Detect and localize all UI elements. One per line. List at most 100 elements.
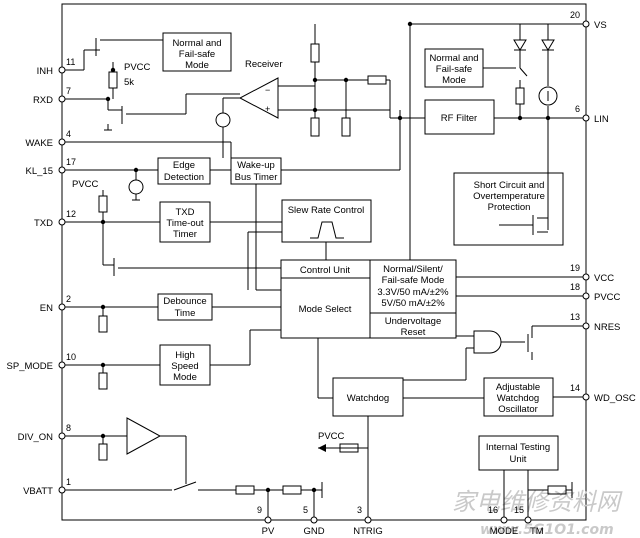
pin-vcc: VCC: [594, 273, 614, 284]
block-internal-testing: Internal Testing Unit: [478, 435, 559, 471]
block-normal-failsafe-left: Normal and Fail-safe Mode: [162, 32, 232, 72]
watermark-text: 家电维修资料网: [452, 488, 623, 516]
svg-text:Normal and: Normal and: [429, 53, 478, 64]
block-txd-timeout: TXD Time-out Timer: [159, 201, 211, 243]
control-unit-label: Control Unit: [300, 265, 351, 276]
svg-text:2: 2: [66, 294, 71, 304]
pin-nres: NRES: [594, 322, 620, 333]
svg-text:16: 16: [488, 505, 498, 515]
svg-text:20: 20: [570, 10, 580, 20]
pin-tm: TM: [530, 526, 544, 537]
svg-text:Time-out: Time-out: [166, 218, 203, 229]
svg-text:Slew Rate Control: Slew Rate Control: [288, 205, 365, 216]
pin-mode: MODE: [490, 526, 519, 537]
pin-txd: TXD: [34, 218, 53, 229]
svg-text:Fail-safe Mode: Fail-safe Mode: [382, 275, 445, 286]
svg-text:3: 3: [357, 505, 362, 515]
pin-wake: WAKE: [25, 138, 53, 149]
chip-outline: [61, 3, 587, 521]
pin-labels-bottom: PV 9 GND 5 NTRIG 3 MODE 16 TM 15: [257, 505, 544, 537]
mode-select-label: Mode Select: [299, 304, 352, 315]
pin-inh: INH: [37, 66, 54, 77]
pin-labels-right: VS 20 LIN 6 VCC 19 PVCC 18 NRES 13 WD_OS…: [570, 10, 636, 404]
svg-text:5V/50 mA/±2%: 5V/50 mA/±2%: [381, 298, 445, 309]
svg-text:High: High: [175, 350, 195, 361]
svg-text:4: 4: [66, 129, 71, 139]
pin-markers-bottom: [264, 516, 532, 524]
svg-text:Detection: Detection: [164, 172, 204, 183]
wiring: − +: [63, 21, 585, 520]
svg-text:19: 19: [570, 263, 580, 273]
svg-text:Edge: Edge: [173, 160, 195, 171]
pin-sp-mode: SP_MODE: [7, 361, 53, 372]
pin-wd-osc: WD_OSC: [594, 393, 636, 404]
block-wakeup-timer: Wake-up Bus Timer: [230, 157, 282, 185]
pin-markers-right: [582, 20, 590, 401]
svg-text:17: 17: [66, 157, 76, 167]
svg-text:Mode: Mode: [185, 60, 209, 71]
block-wd-oscillator: Adjustable Watchdog Oscillator: [483, 377, 554, 417]
pvcc-inh-label: PVCC: [124, 62, 151, 73]
svg-text:Short Circuit and: Short Circuit and: [474, 180, 545, 191]
svg-text:RF Filter: RF Filter: [441, 113, 477, 124]
svg-text:Watchdog: Watchdog: [497, 393, 539, 404]
pin-labels-left: INH 11 RXD 7 WAKE 4 KL_15 17 TXD 12 EN 2…: [7, 57, 76, 497]
pin-en: EN: [40, 303, 53, 314]
pin-kl15: KL_15: [26, 166, 53, 177]
svg-text:Protection: Protection: [488, 202, 531, 213]
svg-text:Unit: Unit: [510, 454, 527, 465]
svg-text:Bus Timer: Bus Timer: [235, 172, 278, 183]
svg-text:Fail-safe: Fail-safe: [436, 64, 472, 75]
svg-text:1: 1: [66, 477, 71, 487]
svg-text:Adjustable: Adjustable: [496, 382, 540, 393]
pvcc-bottom-label: PVCC: [318, 431, 345, 442]
block-control-mode: Control Unit Mode Select Normal/Silent/ …: [280, 259, 457, 339]
block-normal-failsafe-right: Normal and Fail-safe Mode: [424, 48, 484, 88]
watermark-url: www.5G1O1.com: [480, 522, 614, 538]
svg-text:Internal Testing: Internal Testing: [486, 442, 550, 453]
svg-text:Timer: Timer: [173, 229, 197, 240]
svg-text:8: 8: [66, 423, 71, 433]
pin-gnd: GND: [303, 526, 324, 537]
svg-text:Wake-up: Wake-up: [237, 160, 275, 171]
block-short-circuit: Short Circuit and Overtemperature Protec…: [453, 172, 564, 246]
block-watchdog: Watchdog: [332, 377, 404, 417]
svg-text:Speed: Speed: [171, 361, 198, 372]
pin-lin: LIN: [594, 114, 609, 125]
block-edge-detection: Edge Detection: [157, 157, 211, 185]
svg-text:Normal and: Normal and: [172, 38, 221, 49]
svg-text:Oscillator: Oscillator: [498, 404, 538, 415]
svg-text:13: 13: [570, 312, 580, 322]
svg-text:Normal/Silent/: Normal/Silent/: [383, 264, 443, 275]
svg-text:Overtemperature: Overtemperature: [473, 191, 545, 202]
r5k-label: 5k: [124, 77, 134, 88]
svg-text:Undervoltage: Undervoltage: [385, 316, 442, 327]
svg-text:6: 6: [575, 104, 580, 114]
svg-text:Fail-safe: Fail-safe: [179, 49, 215, 60]
pin-vs: VS: [594, 20, 607, 31]
svg-text:14: 14: [570, 383, 580, 393]
svg-text:11: 11: [66, 57, 75, 67]
svg-text:12: 12: [66, 209, 76, 219]
svg-text:15: 15: [514, 505, 524, 515]
svg-text:TXD: TXD: [176, 207, 195, 218]
pin-div-on: DIV_ON: [18, 432, 54, 443]
svg-text:Time: Time: [175, 308, 196, 319]
pin-pv: PV: [262, 526, 275, 537]
pin-rxd: RXD: [33, 95, 53, 106]
svg-text:Reset: Reset: [401, 327, 426, 338]
svg-text:18: 18: [570, 282, 580, 292]
svg-text:Debounce: Debounce: [163, 296, 206, 307]
receiver-label: Receiver: [245, 59, 283, 70]
svg-text:+: +: [265, 104, 270, 114]
svg-text:3.3V/50 mA/±2%: 3.3V/50 mA/±2%: [377, 287, 449, 298]
svg-text:Mode: Mode: [173, 372, 197, 383]
svg-text:7: 7: [66, 86, 71, 96]
svg-text:9: 9: [257, 505, 262, 515]
pin-vbatt: VBATT: [23, 486, 53, 497]
svg-text:5: 5: [303, 505, 308, 515]
block-rf-filter: RF Filter: [424, 99, 495, 135]
svg-text:10: 10: [66, 352, 76, 362]
pin-ntrig: NTRIG: [353, 526, 383, 537]
